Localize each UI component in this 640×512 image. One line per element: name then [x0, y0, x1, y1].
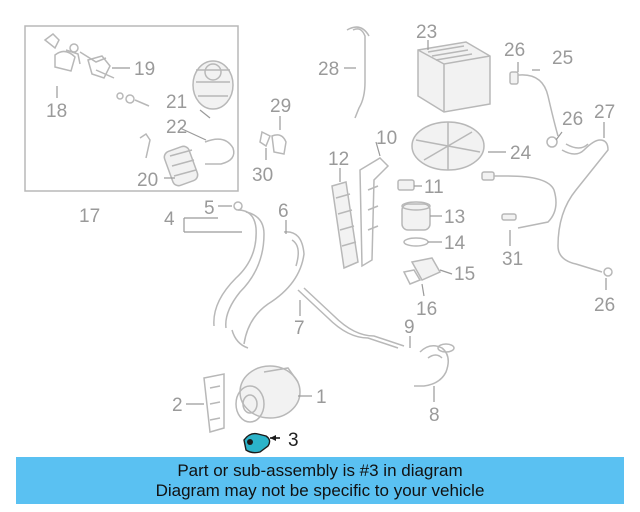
- callout-23: 23: [416, 22, 437, 43]
- callout-7: 7: [294, 318, 305, 339]
- callout-15: 15: [454, 264, 475, 285]
- callout-29: 29: [270, 96, 291, 117]
- callout-31: 31: [502, 249, 523, 270]
- part-12-bracket: [331, 168, 359, 270]
- callout-24: 24: [510, 143, 532, 164]
- callout-1: 1: [316, 387, 327, 408]
- callout-5: 5: [204, 198, 215, 219]
- callout-22: 22: [166, 117, 187, 138]
- part-2-bracket: [186, 373, 225, 433]
- callout-12: 12: [328, 149, 349, 170]
- callout-30: 30: [252, 165, 273, 186]
- callout-13: 13: [444, 207, 465, 228]
- callout-28: 28: [318, 59, 339, 80]
- callout-6: 6: [278, 201, 289, 222]
- callout-2: 2: [172, 395, 183, 416]
- callout-26c: 26: [594, 295, 615, 316]
- callout-27: 27: [594, 102, 615, 123]
- part-1-pump: [235, 365, 312, 423]
- info-banner: Part or sub-assembly is #3 in diagram Di…: [16, 457, 624, 504]
- part-28-hose: [352, 28, 366, 119]
- callout-9: 9: [404, 317, 415, 338]
- callout-3: 3: [288, 430, 299, 451]
- callout-14: 14: [444, 233, 466, 254]
- callout-20: 20: [137, 170, 158, 191]
- callout-4: 4: [164, 209, 175, 230]
- part-4-5-hoses: [183, 201, 265, 349]
- callout-19: 19: [134, 59, 155, 80]
- callout-17: 17: [79, 206, 100, 227]
- callout-labels: 1 2 3 4 5 6 7 8 9 10 11 12 13 14 15 16 1…: [46, 22, 615, 451]
- part-10-manifold: [359, 157, 390, 268]
- callout-11: 11: [424, 177, 444, 198]
- callout-21: 21: [166, 92, 187, 113]
- banner-line-1: Part or sub-assembly is #3 in diagram: [177, 460, 463, 480]
- inset-box-17: [24, 25, 239, 192]
- banner-line-2: Diagram may not be specific to your vehi…: [155, 480, 485, 500]
- part-7-pipe: [297, 289, 399, 349]
- callout-18: 18: [46, 101, 67, 122]
- callout-26a: 26: [504, 40, 525, 61]
- callout-25: 25: [552, 48, 573, 69]
- part-3-highlighted[interactable]: [243, 432, 280, 454]
- callout-10: 10: [376, 128, 397, 149]
- callout-8: 8: [429, 405, 440, 426]
- callout-16: 16: [416, 299, 437, 320]
- part-23-box: [417, 40, 491, 113]
- callout-26b: 26: [562, 109, 583, 130]
